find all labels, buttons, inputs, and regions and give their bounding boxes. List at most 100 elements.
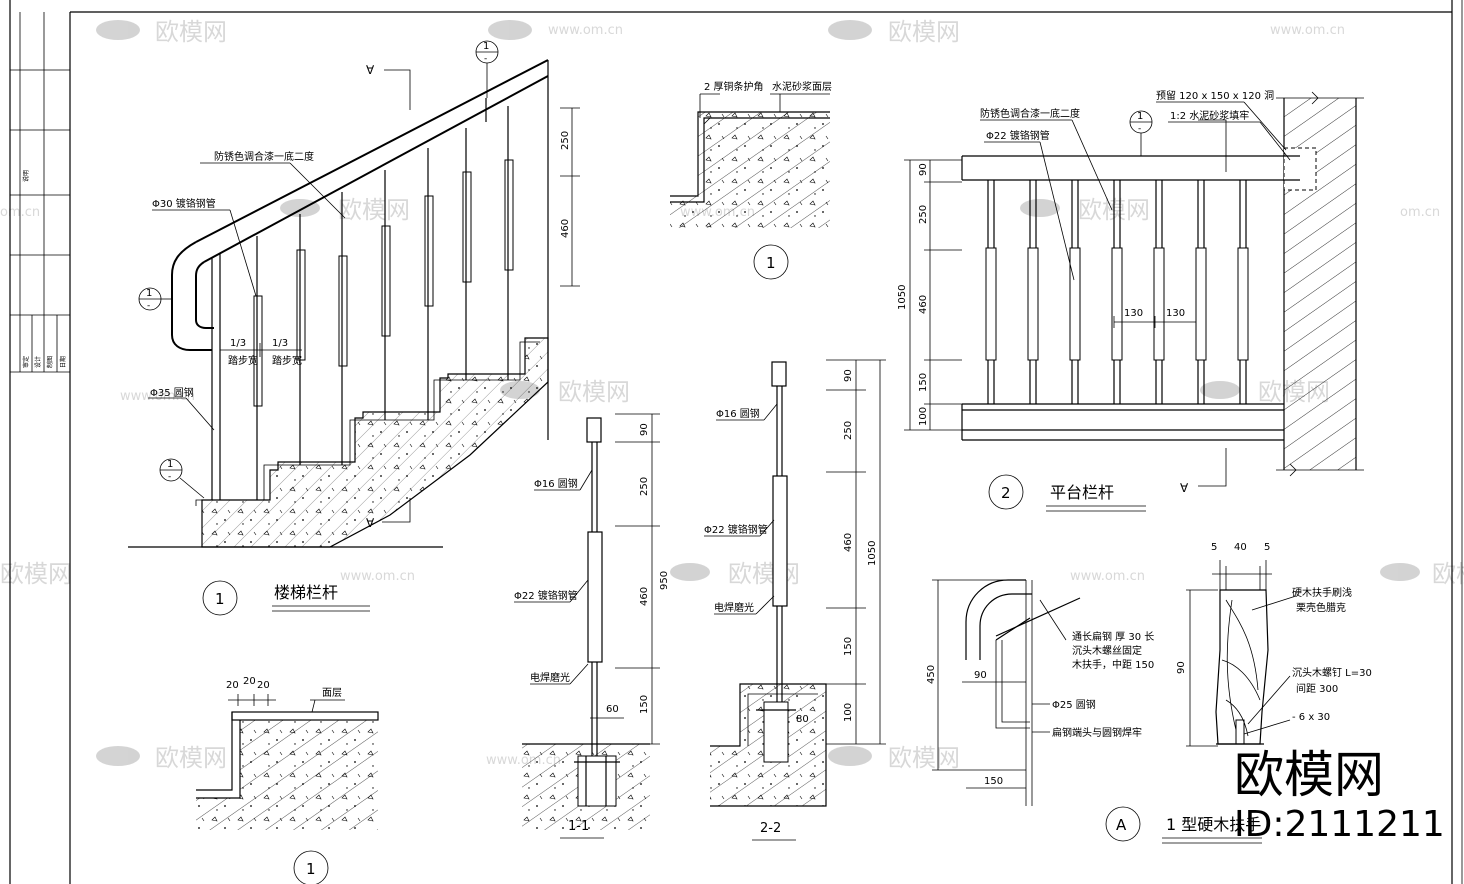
- id-number: ID:2111211: [1234, 804, 1445, 845]
- wood-label: - 6 x 30: [1292, 712, 1330, 723]
- s11-label-pipe: Φ22 镀铬钢管: [514, 589, 578, 602]
- section-arrow-v: ∀: [366, 516, 375, 530]
- label-steel35: Φ35 圆钢: [150, 386, 194, 399]
- wood-handrail-section: 5 40 5 90 硬木扶手刷浅 栗壳色腊克 沉头木螺钉 L=30 间距 300…: [1176, 542, 1372, 747]
- drawing-number: 2: [1001, 484, 1011, 502]
- svg-text:1: 1: [483, 41, 489, 52]
- label-edge: 2 厚铜条护角: [704, 80, 764, 93]
- platform-dim: 90: [918, 163, 929, 176]
- svg-text:-: -: [168, 472, 171, 482]
- watermark-brand: 欧模网: [0, 560, 72, 588]
- id-badge: 欧模网 ID:2111211: [1234, 746, 1445, 845]
- detail-marker: 1 -: [159, 458, 205, 499]
- s11-dim: 250: [639, 477, 650, 496]
- sheet-frame: [9, 0, 1463, 884]
- watermark-brand: 欧模网: [728, 560, 800, 588]
- watermark-url: www.om.cn: [1270, 23, 1345, 38]
- svg-text:-: -: [484, 54, 487, 64]
- wood-label: 硬木扶手刷浅: [1292, 586, 1352, 599]
- s11-dim: 150: [639, 695, 650, 714]
- watermark-brand: 欧模网: [558, 378, 630, 406]
- platform-spacing: 130: [1124, 308, 1143, 319]
- s22-dim: 460: [843, 533, 854, 552]
- s11-dim: 60: [606, 704, 619, 715]
- svg-text:1: 1: [146, 288, 152, 299]
- label-pipe30: Φ30 镀铬钢管: [152, 197, 216, 210]
- platform-dim: 250: [918, 205, 929, 224]
- label-tread: 踏步宽: [272, 354, 302, 367]
- s22-dim: 90: [843, 369, 854, 382]
- platform-label-embed: 预留 120 x 150 x 120 洞: [1156, 89, 1274, 102]
- platform-spacing: 130: [1166, 308, 1185, 319]
- section-arrow-v: ∀: [366, 63, 375, 77]
- s22-label-pipe: Φ22 镀铬钢管: [704, 523, 768, 536]
- handrail-label: 通长扁钢 厚 30 长: [1072, 630, 1154, 643]
- handrail-detail-a: 450 90 150 通长扁钢 厚 30 长 沉头木螺丝固定 木扶手，中距 15…: [926, 579, 1262, 844]
- watermark-url: www.om.cn: [340, 569, 415, 584]
- label-surface: 面层: [322, 687, 342, 699]
- detail-marker: 1 -: [138, 287, 172, 311]
- label-tread: 踏步宽: [228, 354, 258, 367]
- label-finish: 水泥砂浆面层: [772, 80, 832, 93]
- title-stair-railing: 楼梯栏杆: [274, 583, 338, 602]
- title-platform-railing: 平台栏杆: [1050, 483, 1114, 502]
- s22-dim: 1050: [867, 541, 878, 566]
- wood-label: 栗壳色腊克: [1296, 601, 1346, 614]
- detail-dim: 20: [257, 680, 270, 691]
- handrail-label: 沉头木螺丝固定: [1072, 644, 1142, 657]
- nosing-detail: 2 厚铜条护角 水泥砂浆面层 1: [670, 80, 832, 280]
- id-brand: 欧模网: [1234, 746, 1384, 804]
- wood-dim: 40: [1234, 542, 1247, 553]
- section-2-2-title: 2-2: [760, 821, 781, 836]
- platform-dim: 100: [918, 407, 929, 426]
- stair-railing-elevation: 250 460 ∀ ∀ 防锈色调合漆一底二度 Φ30 镀铬钢管 Φ35 圆钢 1…: [128, 40, 580, 616]
- section-arrow-v: ∀: [1180, 481, 1189, 495]
- wood-dim: 5: [1211, 542, 1217, 553]
- detail-marker: 1 -: [475, 40, 499, 98]
- detail-dim: 20: [243, 676, 256, 687]
- handrail-dim: 90: [974, 670, 987, 681]
- watermark-brand: 欧模网: [888, 744, 960, 772]
- s11-label-weld: 电焊磨光: [530, 671, 570, 684]
- svg-text:1: 1: [1137, 111, 1143, 122]
- handrail-label: Φ25 圆钢: [1052, 698, 1096, 711]
- stair-dim: 460: [560, 219, 571, 238]
- drawing-number: 1: [766, 254, 776, 272]
- svg-text:-: -: [147, 301, 150, 311]
- platform-label-paint: 防锈色调合漆一底二度: [980, 107, 1080, 120]
- s11-dim: 950: [659, 571, 670, 590]
- edge-detail: 20 20 20 面层 1: [196, 676, 379, 884]
- svg-text:-: -: [1138, 124, 1141, 134]
- wood-dim: 5: [1264, 542, 1270, 553]
- title-block-row: 审定: [22, 356, 30, 368]
- wood-label: 间距 300: [1296, 682, 1338, 695]
- watermark-brand: 欧模网: [155, 18, 227, 46]
- platform-dim: 460: [918, 295, 929, 314]
- s22-label-weld: 电焊磨光: [714, 601, 754, 614]
- watermark-url: www.om.cn: [548, 23, 623, 38]
- label-third: 1/3: [272, 338, 288, 349]
- detail-marker: 1 -: [1129, 110, 1153, 156]
- handrail-label: 扁钢端头与圆钢焊牢: [1052, 726, 1142, 739]
- s11-dim: 460: [639, 587, 650, 606]
- label-paint: 防锈色调合漆一底二度: [214, 150, 314, 163]
- svg-text:1: 1: [167, 459, 173, 470]
- drawing-number: 1: [215, 590, 225, 608]
- watermark-brand: 欧模网: [1432, 560, 1464, 588]
- s22-dim: 100: [843, 703, 854, 722]
- title-block-label: 说明: [22, 170, 30, 182]
- platform-label-grout: 1:2 水泥砂浆填牢: [1170, 109, 1249, 122]
- watermark-brand: 欧模网: [155, 744, 227, 772]
- title-block-row: 制图: [46, 356, 54, 368]
- drawing-number: 1: [306, 860, 316, 878]
- title-block: 说明 审定 设计 制图 日期: [10, 12, 70, 373]
- title-block-row: 设计: [34, 356, 42, 368]
- wood-dim: 90: [1176, 661, 1187, 674]
- stair-dim: 250: [560, 131, 571, 150]
- handrail-dim: 150: [984, 776, 1003, 787]
- s11-dim: 90: [639, 423, 650, 436]
- handrail-label: 木扶手，中距 150: [1072, 658, 1154, 671]
- platform-dim: 1050: [897, 285, 908, 310]
- section-2-2: 90 250 460 150 100 1050 80 Φ16 圆钢 Φ22 镀铬…: [704, 359, 886, 841]
